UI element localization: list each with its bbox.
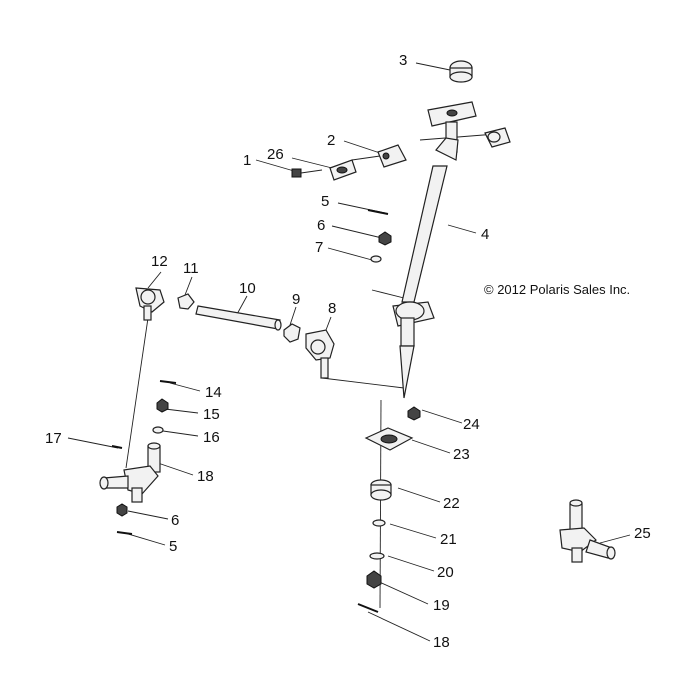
callout-17: 18 bbox=[197, 468, 214, 485]
copyright-text: © 2012 Polaris Sales Inc. bbox=[484, 282, 630, 297]
part-cotter-pins bbox=[111, 209, 389, 613]
part-bolt-1 bbox=[291, 168, 323, 178]
callout-14: 14 bbox=[205, 384, 222, 401]
part-bracket bbox=[377, 127, 511, 168]
callout-18-left: 17 bbox=[45, 430, 62, 447]
callout-5-top: 5 bbox=[321, 193, 329, 210]
callout-20: 20 bbox=[437, 564, 454, 581]
callout-6-top: 6 bbox=[317, 217, 325, 234]
callout-12: 12 bbox=[151, 253, 168, 270]
part-jam-nut-9 bbox=[283, 323, 301, 343]
part-tie-rod-end-8 bbox=[305, 329, 335, 379]
callout-10: 10 bbox=[239, 280, 256, 297]
callout-11: 11 bbox=[183, 260, 199, 277]
part-washers bbox=[369, 519, 386, 560]
callout-labels: 1 2 3 4 5 6 7 8 9 10 11 12 14 15 16 17 1… bbox=[45, 52, 651, 651]
part-bushing bbox=[370, 479, 392, 501]
part-plate bbox=[329, 159, 357, 181]
part-flange-plate bbox=[364, 427, 414, 451]
callout-5-bottom: 5 bbox=[169, 538, 177, 555]
part-castle-nut bbox=[366, 570, 382, 589]
callout-18-bottom: 18 bbox=[433, 634, 450, 651]
callout-24: 24 bbox=[463, 416, 480, 433]
callout-3: 3 bbox=[399, 52, 407, 69]
part-nuts bbox=[116, 231, 421, 517]
callout-16: 16 bbox=[203, 429, 220, 446]
callout-1: 1 bbox=[243, 152, 251, 169]
callout-8: 8 bbox=[328, 300, 336, 317]
callout-25: 25 bbox=[634, 525, 651, 542]
callout-4: 4 bbox=[481, 226, 489, 243]
part-jam-nut-11 bbox=[177, 293, 195, 310]
callout-23: 23 bbox=[453, 446, 470, 463]
callout-21: 21 bbox=[440, 531, 457, 548]
callout-19: 19 bbox=[433, 597, 450, 614]
callout-6-bottom: 6 bbox=[171, 512, 179, 529]
callout-22: 22 bbox=[443, 495, 460, 512]
part-pin-14 bbox=[159, 380, 177, 384]
part-spindle-17 bbox=[99, 442, 161, 503]
part-spindle-25 bbox=[559, 499, 616, 563]
callout-15: 15 bbox=[203, 406, 220, 423]
part-steering-column bbox=[392, 101, 477, 399]
callout-9: 9 bbox=[292, 291, 300, 308]
callout-7: 7 bbox=[315, 239, 323, 256]
part-tie-rod-10 bbox=[195, 305, 282, 331]
leader-lines bbox=[67, 62, 631, 642]
part-tie-rod-end-12 bbox=[135, 287, 165, 321]
part-cap bbox=[449, 60, 473, 83]
callout-2: 2 bbox=[327, 132, 335, 149]
callout-26: 26 bbox=[267, 146, 284, 163]
